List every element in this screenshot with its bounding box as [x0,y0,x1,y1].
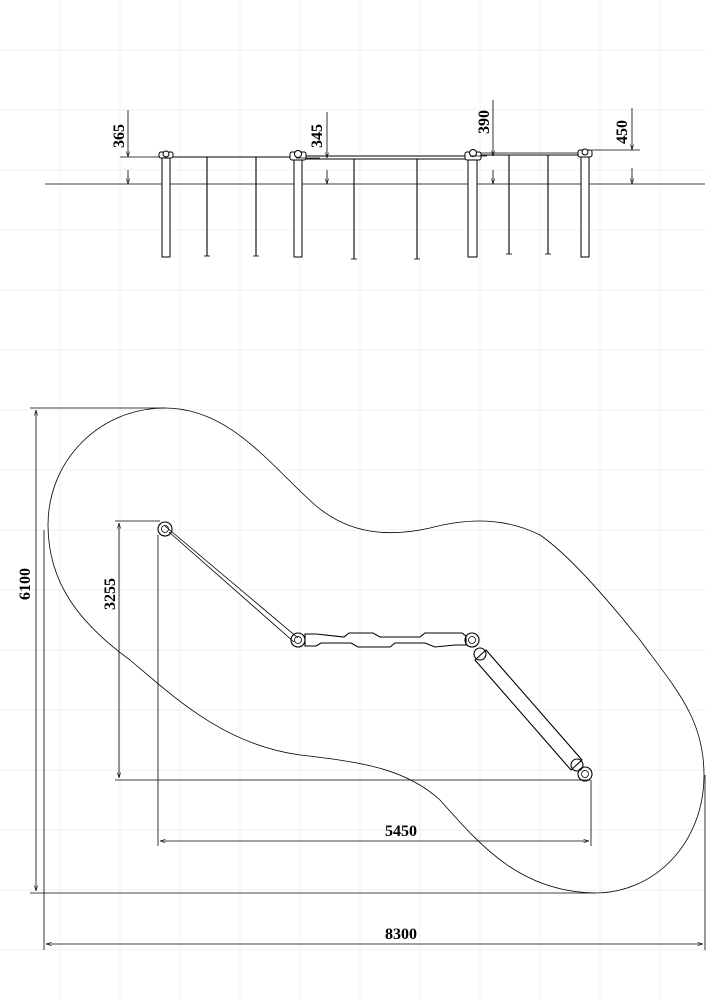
plan-dimensions: 6100 3255 5450 8300 [17,407,706,950]
plan-post [577,766,593,782]
plan-post [464,632,480,648]
dim-height-450: 450 [614,120,631,144]
plan-post [290,632,306,648]
dim-overall-width: 8300 [385,926,417,943]
side-elevation: 365 345 390 450 [45,100,705,260]
plan-view: 6100 3255 5450 8300 [17,407,706,950]
plan-posts [157,521,593,782]
dim-inner-width: 5450 [385,823,417,840]
dim-height-390: 390 [476,110,493,134]
safety-zone-outline [47,407,705,894]
plan-post [157,521,173,537]
dim-inner-height: 3255 [102,578,119,610]
elevation-beams [160,152,588,160]
zigzag-beam [304,632,467,648]
main-post [467,156,478,258]
plan-frame [164,525,584,772]
dim-height-345: 345 [309,124,326,148]
main-post [293,157,303,258]
dim-height-365: 365 [111,124,128,148]
main-post [580,154,590,258]
dim-overall-height: 6100 [17,568,34,600]
elevation-dimensions: 365 345 390 450 [111,100,640,184]
round-beam [474,649,583,771]
elevation-posts [161,154,590,260]
main-post [161,156,171,258]
